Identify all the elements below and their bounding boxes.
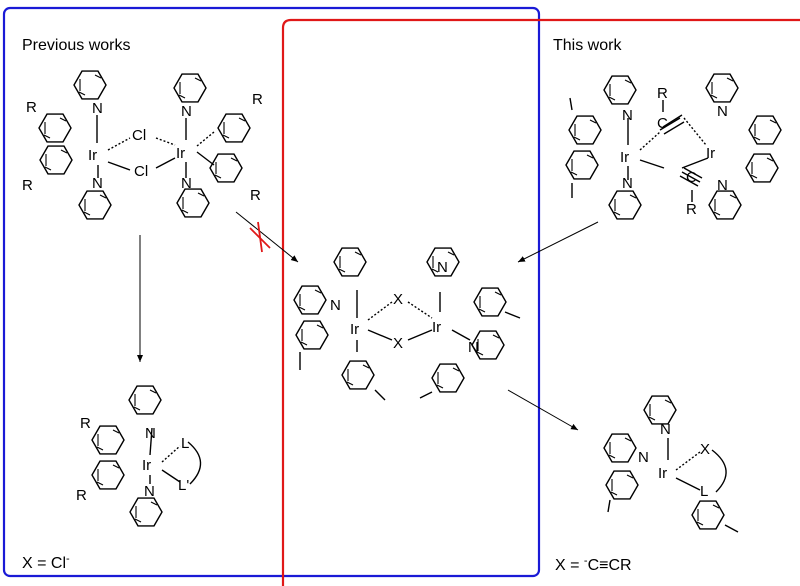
atom-r: R: [657, 85, 668, 102]
this-work-footer: X = -C≡CR: [555, 555, 632, 574]
alkynyl-bridged-dimer: [565, 73, 782, 220]
this-work-panel: [281, 18, 800, 586]
x-bridged-dimer: [293, 247, 521, 401]
atom-n: N: [144, 483, 155, 500]
atom-n: N: [638, 449, 649, 466]
atom-ir: Ir: [658, 465, 667, 482]
atom-n: N: [622, 175, 633, 192]
previous-footer: X = Cl-: [22, 553, 70, 572]
previous-works-panel: [2, 6, 541, 578]
atom-n: N: [145, 425, 156, 442]
atom-ir: Ir: [88, 147, 97, 164]
atom-n: N: [92, 100, 103, 117]
atom-n: N: [181, 175, 192, 192]
atom-r: R: [22, 177, 33, 194]
atom-n: N: [181, 103, 192, 120]
atom-r: R: [686, 201, 697, 218]
atom-ir: Ir: [706, 145, 715, 162]
atom-n: N: [717, 177, 728, 194]
atom-ir: Ir: [176, 145, 185, 162]
blocked-cross: [249, 221, 271, 253]
atom-r: R: [80, 415, 91, 432]
atom-n: N: [622, 107, 633, 124]
atom-r: R: [250, 187, 261, 204]
monomer-product-this-work: [603, 395, 739, 533]
atom-c: C: [657, 115, 668, 132]
previous-works-title: Previous works: [22, 37, 130, 54]
monomer-product-previous: [91, 385, 202, 527]
atom-x: X: [700, 441, 710, 458]
atom-l: L: [700, 483, 708, 500]
this-work-title: This work: [553, 37, 622, 54]
atom-c: C: [686, 169, 697, 186]
atom-l-prime: L': [178, 477, 189, 494]
atom-cl: Cl: [134, 163, 148, 180]
arrow-blocked: [235, 211, 299, 263]
arrow-this-work-out: [507, 389, 579, 431]
atom-cl: Cl: [132, 127, 146, 144]
atom-ir: Ir: [620, 149, 629, 166]
atom-ir: Ir: [432, 319, 441, 336]
atom-n: N: [468, 339, 479, 356]
atom-r: R: [26, 99, 37, 116]
atom-n: N: [717, 103, 728, 120]
atom-n: N: [330, 297, 341, 314]
arrow-this-work-in: [517, 221, 599, 263]
atom-l: L: [181, 435, 189, 452]
atom-ir: Ir: [142, 457, 151, 474]
atom-x: X: [393, 291, 403, 308]
atom-n: N: [92, 175, 103, 192]
atom-ir: Ir: [350, 321, 359, 338]
chloro-bridged-dimer: [38, 70, 251, 220]
atom-r: R: [252, 91, 263, 108]
atom-x: X: [393, 335, 403, 352]
atom-n: N: [660, 421, 671, 438]
atom-r: R: [76, 487, 87, 504]
atom-n: N: [437, 259, 448, 276]
